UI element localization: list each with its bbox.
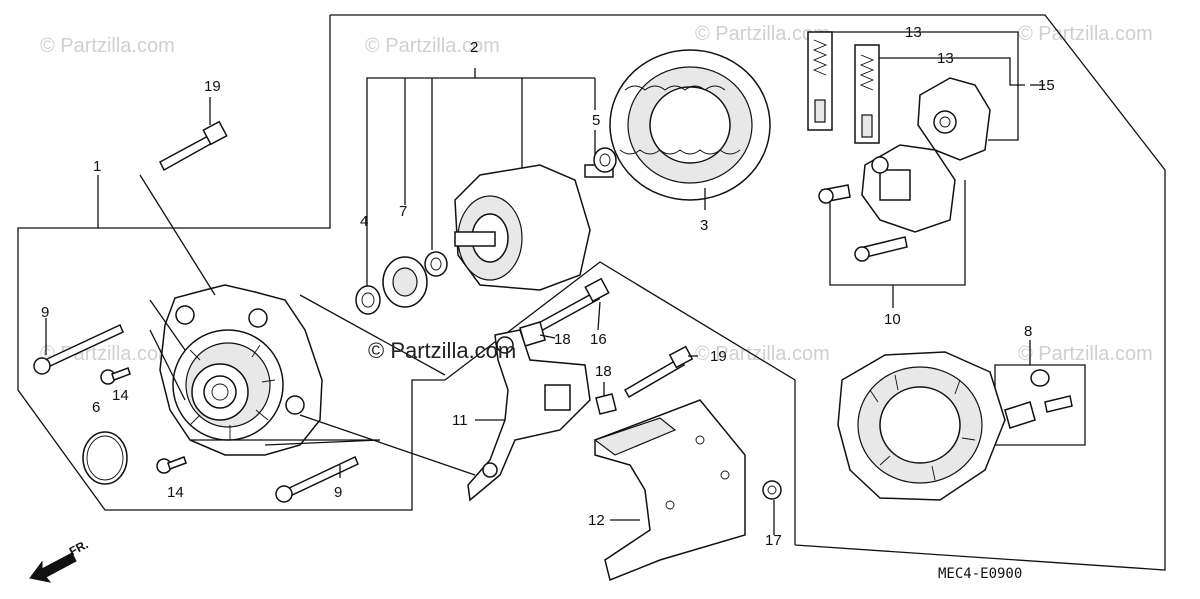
watermark: © Partzilla.com	[695, 343, 830, 365]
terminal-bolt	[1044, 395, 1073, 413]
stator	[609, 49, 771, 201]
callout-7: 7	[399, 203, 407, 220]
callout-11: 11	[452, 412, 468, 429]
rear-housing	[837, 351, 1006, 501]
rotor	[454, 164, 614, 291]
callout-9b: 9	[334, 484, 342, 501]
brush-holder-cover	[917, 77, 991, 161]
bracket-13	[818, 31, 1019, 141]
bolt-19	[623, 356, 686, 399]
callout-12: 12	[588, 512, 605, 529]
front-housing	[159, 284, 323, 456]
callout-5: 5	[592, 112, 600, 129]
bracket-10	[829, 180, 966, 286]
callout-2: 2	[470, 39, 478, 56]
bolt-19	[159, 133, 216, 172]
callout-10: 10	[884, 311, 901, 328]
diagram-code: MEC4-E0900	[938, 566, 1022, 582]
front-direction-arrow: FR.	[29, 537, 90, 583]
callout-18b: 18	[595, 363, 612, 380]
bearing-5	[593, 147, 617, 173]
callout-13a: 13	[905, 24, 922, 41]
callout-9a: 9	[41, 304, 49, 321]
callout-8: 8	[1024, 323, 1032, 340]
frame-outer	[330, 14, 1166, 571]
watermark: © Partzilla.com	[1018, 343, 1153, 365]
watermark: © Partzilla.com	[365, 35, 500, 57]
bolt-16	[533, 290, 601, 334]
watermark: © Partzilla.com	[1018, 23, 1153, 45]
callout-17: 17	[765, 532, 782, 549]
callout-19a: 19	[204, 78, 221, 95]
nut-18	[595, 393, 617, 415]
brush-springs	[807, 31, 880, 144]
callout-19b: 19	[710, 348, 727, 365]
arrow-icon	[29, 552, 77, 583]
watermark: © Partzilla.com	[40, 35, 175, 57]
regulator	[818, 144, 956, 262]
callout-1: 1	[93, 158, 101, 175]
seal-4	[355, 285, 381, 315]
bearing-parts	[355, 147, 617, 315]
callout-4: 4	[360, 213, 368, 230]
callout-3: 3	[700, 217, 708, 234]
bracket-13b	[858, 57, 1025, 86]
rear-cover	[593, 399, 746, 582]
terminal-nut	[1030, 369, 1050, 387]
terminal-insulator	[1004, 401, 1036, 429]
callout-18a: 18	[554, 331, 571, 348]
watermark: © Partzilla.com	[695, 23, 830, 45]
frame-rear	[444, 261, 796, 545]
bolt-9	[284, 455, 359, 499]
callout-14b: 14	[167, 484, 184, 501]
callout-13b: 13	[937, 50, 954, 67]
callout-14a: 14	[112, 387, 129, 404]
leader-lines	[45, 84, 1045, 535]
frame-assembly-1	[17, 15, 445, 511]
bolt-17	[762, 480, 782, 500]
callout-6: 6	[92, 399, 100, 416]
o-ring	[82, 431, 128, 485]
callout-16: 16	[590, 331, 607, 348]
callout-labels: 1 2 3 4 5 6 7 8 9 9 10 11 12 13 13 14 14…	[41, 24, 1055, 549]
group-frames	[17, 14, 1166, 571]
bracket	[467, 329, 591, 502]
bracket-2	[366, 77, 595, 288]
center-watermark: © Partzilla.com	[368, 338, 516, 363]
callout-15: 15	[1038, 77, 1055, 94]
watermark-group: © Partzilla.com © Partzilla.com © Partzi…	[40, 23, 1153, 365]
washer	[424, 251, 448, 277]
terminal-parts	[1004, 369, 1073, 429]
